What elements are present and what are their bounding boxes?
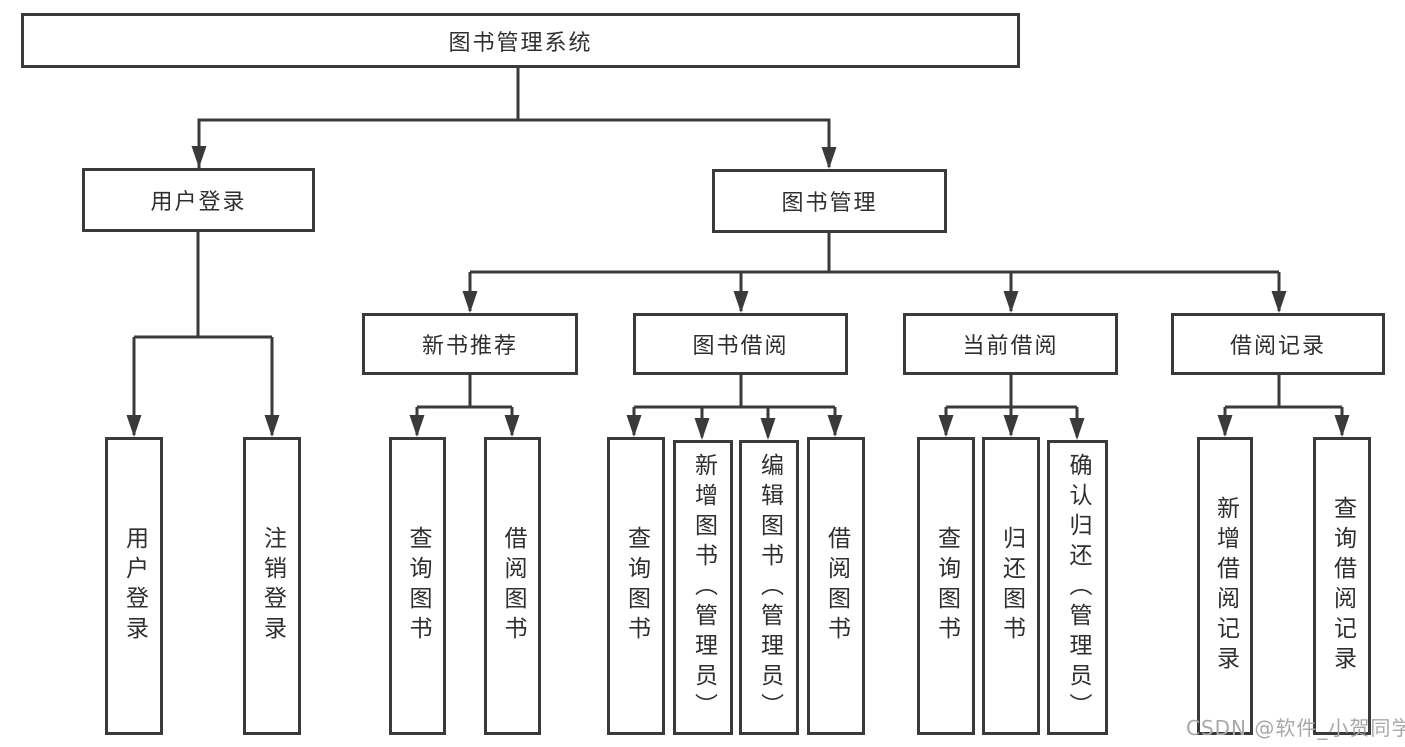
node-user-login-label: 用户登录 <box>150 190 247 215</box>
leaf-add-book-admin: 新增图书（管理员） <box>673 440 733 735</box>
node-current-borrow-label: 当前借阅 <box>962 334 1059 359</box>
leaf-query-book-recommend-label: 查询图书 <box>405 526 431 646</box>
leaf-edit-book-admin: 编辑图书（管理员） <box>739 440 799 735</box>
leaf-query-borrow-record-label: 查询借阅记录 <box>1329 496 1356 676</box>
leaf-add-borrow-record-label: 新增借阅记录 <box>1212 496 1239 676</box>
leaf-edit-book-admin-label: 编辑图书（管理员） <box>756 452 783 723</box>
node-new-book-recommend: 新书推荐 <box>362 313 578 375</box>
leaf-logout-label: 注销登录 <box>259 526 286 646</box>
leaf-borrow-book: 借阅图书 <box>807 437 865 735</box>
node-borrow-records-label: 借阅记录 <box>1229 334 1326 359</box>
node-borrow-records: 借阅记录 <box>1171 313 1385 375</box>
leaf-user-login-label: 用户登录 <box>121 526 148 646</box>
node-current-borrow: 当前借阅 <box>903 313 1118 375</box>
node-book-management: 图书管理 <box>712 169 947 233</box>
leaf-query-book-current: 查询图书 <box>917 437 975 735</box>
leaf-borrow-book-recommend: 借阅图书 <box>484 437 541 735</box>
node-new-book-recommend-label: 新书推荐 <box>421 334 518 359</box>
leaf-add-borrow-record: 新增借阅记录 <box>1197 437 1253 735</box>
leaf-query-book-current-label: 查询图书 <box>933 526 960 646</box>
node-root-label: 图书管理系统 <box>448 30 593 56</box>
node-book-borrow: 图书借阅 <box>633 313 848 375</box>
leaf-borrow-book-recommend-label: 借阅图书 <box>500 526 526 646</box>
leaf-return-book-label: 归还图书 <box>998 526 1025 646</box>
leaf-query-book-borrow-label: 查询图书 <box>623 526 650 646</box>
node-user-login: 用户登录 <box>82 168 315 232</box>
leaf-confirm-return-admin-label: 确认归还（管理员） <box>1065 452 1091 723</box>
leaf-logout: 注销登录 <box>243 437 301 735</box>
leaf-confirm-return-admin: 确认归还（管理员） <box>1047 440 1108 735</box>
leaf-user-login: 用户登录 <box>105 437 163 735</box>
node-book-management-label: 图书管理 <box>781 191 878 216</box>
node-root: 图书管理系统 <box>21 13 1020 68</box>
watermark-text: CSDN @软件_小贺同学 <box>1186 716 1405 740</box>
leaf-borrow-book-label: 借阅图书 <box>823 526 850 646</box>
leaf-query-book-borrow: 查询图书 <box>607 437 665 735</box>
leaf-query-book-recommend: 查询图书 <box>389 437 446 735</box>
node-book-borrow-label: 图书借阅 <box>692 334 789 359</box>
leaf-add-book-admin-label: 新增图书（管理员） <box>690 452 717 723</box>
arrowheads <box>126 146 1350 440</box>
leaf-return-book: 归还图书 <box>982 437 1040 735</box>
leaf-query-borrow-record: 查询借阅记录 <box>1313 437 1371 735</box>
